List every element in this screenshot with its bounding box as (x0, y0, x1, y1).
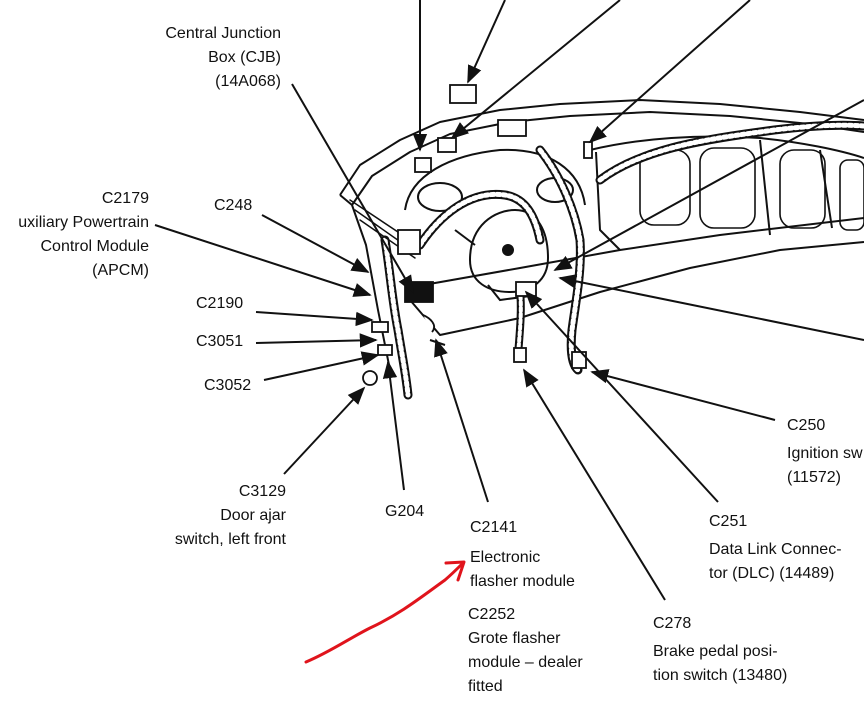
c2179-line3: Control Module (40, 238, 150, 255)
c2141-line3: flasher module (470, 573, 575, 590)
instrument-panel-outline (339, 99, 864, 371)
c2141-label: C2141 Electronic flasher module (470, 516, 575, 594)
c2179-line4: (APCM) (92, 262, 149, 279)
c2252-label: C2252 Grote flasher module – dealer fitt… (468, 603, 583, 699)
leader-c3052 (263, 351, 380, 381)
cjb-label: Central Junction Box (CJB) (14A068) (165, 22, 281, 94)
cjb-line2: Box (CJB) (208, 49, 281, 66)
c3129-line3: switch, left front (174, 531, 286, 548)
connectors (362, 84, 593, 386)
leader-c250-arrow (590, 369, 776, 421)
c2179-line2: uxiliary Powertrain (18, 214, 149, 231)
c3129-label: C3129 Door ajar switch, left front (175, 480, 286, 552)
c251-line3: tor (DLC) (14489) (709, 565, 835, 582)
c2141-line2: Electronic (470, 549, 541, 566)
leader-c248 (261, 214, 370, 273)
c2252-line2: Grote flasher (468, 630, 561, 647)
c278-line3: tion switch (13480) (653, 667, 788, 684)
c251-line1: C251 (709, 513, 748, 530)
c251-line2: Data Link Connec- (709, 541, 842, 558)
c3129-line1: C3129 (238, 483, 286, 500)
leader-top-2 (467, 0, 506, 84)
cjb-line3: (14A068) (215, 73, 281, 90)
c2141-line1: C2141 (470, 519, 518, 536)
c2190-label: C2190 (196, 295, 244, 312)
c250-line2: Ignition sw (787, 445, 863, 462)
leader-top-3 (450, 0, 621, 140)
leader-c251 (524, 290, 719, 503)
leader-c2141 (434, 338, 489, 503)
c278-label: C278 Brake pedal posi- tion switch (1348… (653, 612, 787, 688)
c248-label: C248 (214, 197, 253, 214)
leader-top-4 (588, 0, 751, 144)
g204-label: G204 (385, 503, 425, 520)
leader-c278 (523, 368, 666, 601)
leader-c2190 (255, 311, 374, 327)
c278-line1: C278 (653, 615, 692, 632)
leader-c3129 (283, 386, 366, 475)
c2179-line1: C2179 (101, 190, 149, 207)
c250-line3: (11572) (787, 469, 841, 486)
c250-line1: C250 (787, 417, 826, 434)
hand-drawn-red-arrow (304, 560, 466, 664)
c3052-label: C3052 (204, 377, 252, 394)
leader-c3051 (255, 333, 378, 348)
leader-ignition (558, 274, 864, 341)
leader-c2179 (154, 224, 372, 297)
c2252-line1: C2252 (468, 606, 516, 623)
c2252-line3: module – dealer (468, 654, 583, 671)
c3051-label: C3051 (196, 333, 244, 350)
leader-top-5 (553, 99, 864, 271)
c251-label: C251 Data Link Connec- tor (DLC) (14489) (709, 510, 842, 586)
c3129-line2: Door ajar (220, 507, 286, 524)
c250-label: C250 Ignition sw (11572) (787, 414, 863, 490)
cjb-line1: Central Junction (165, 25, 281, 42)
leader-cjb (291, 83, 414, 294)
c2179-label: C2179 uxiliary Powertrain Control Module… (18, 187, 149, 283)
c278-line2: Brake pedal posi- (653, 643, 778, 660)
leader-g204 (382, 360, 405, 491)
leader-lines (154, 0, 864, 601)
c2252-line4: fitted (468, 678, 503, 695)
